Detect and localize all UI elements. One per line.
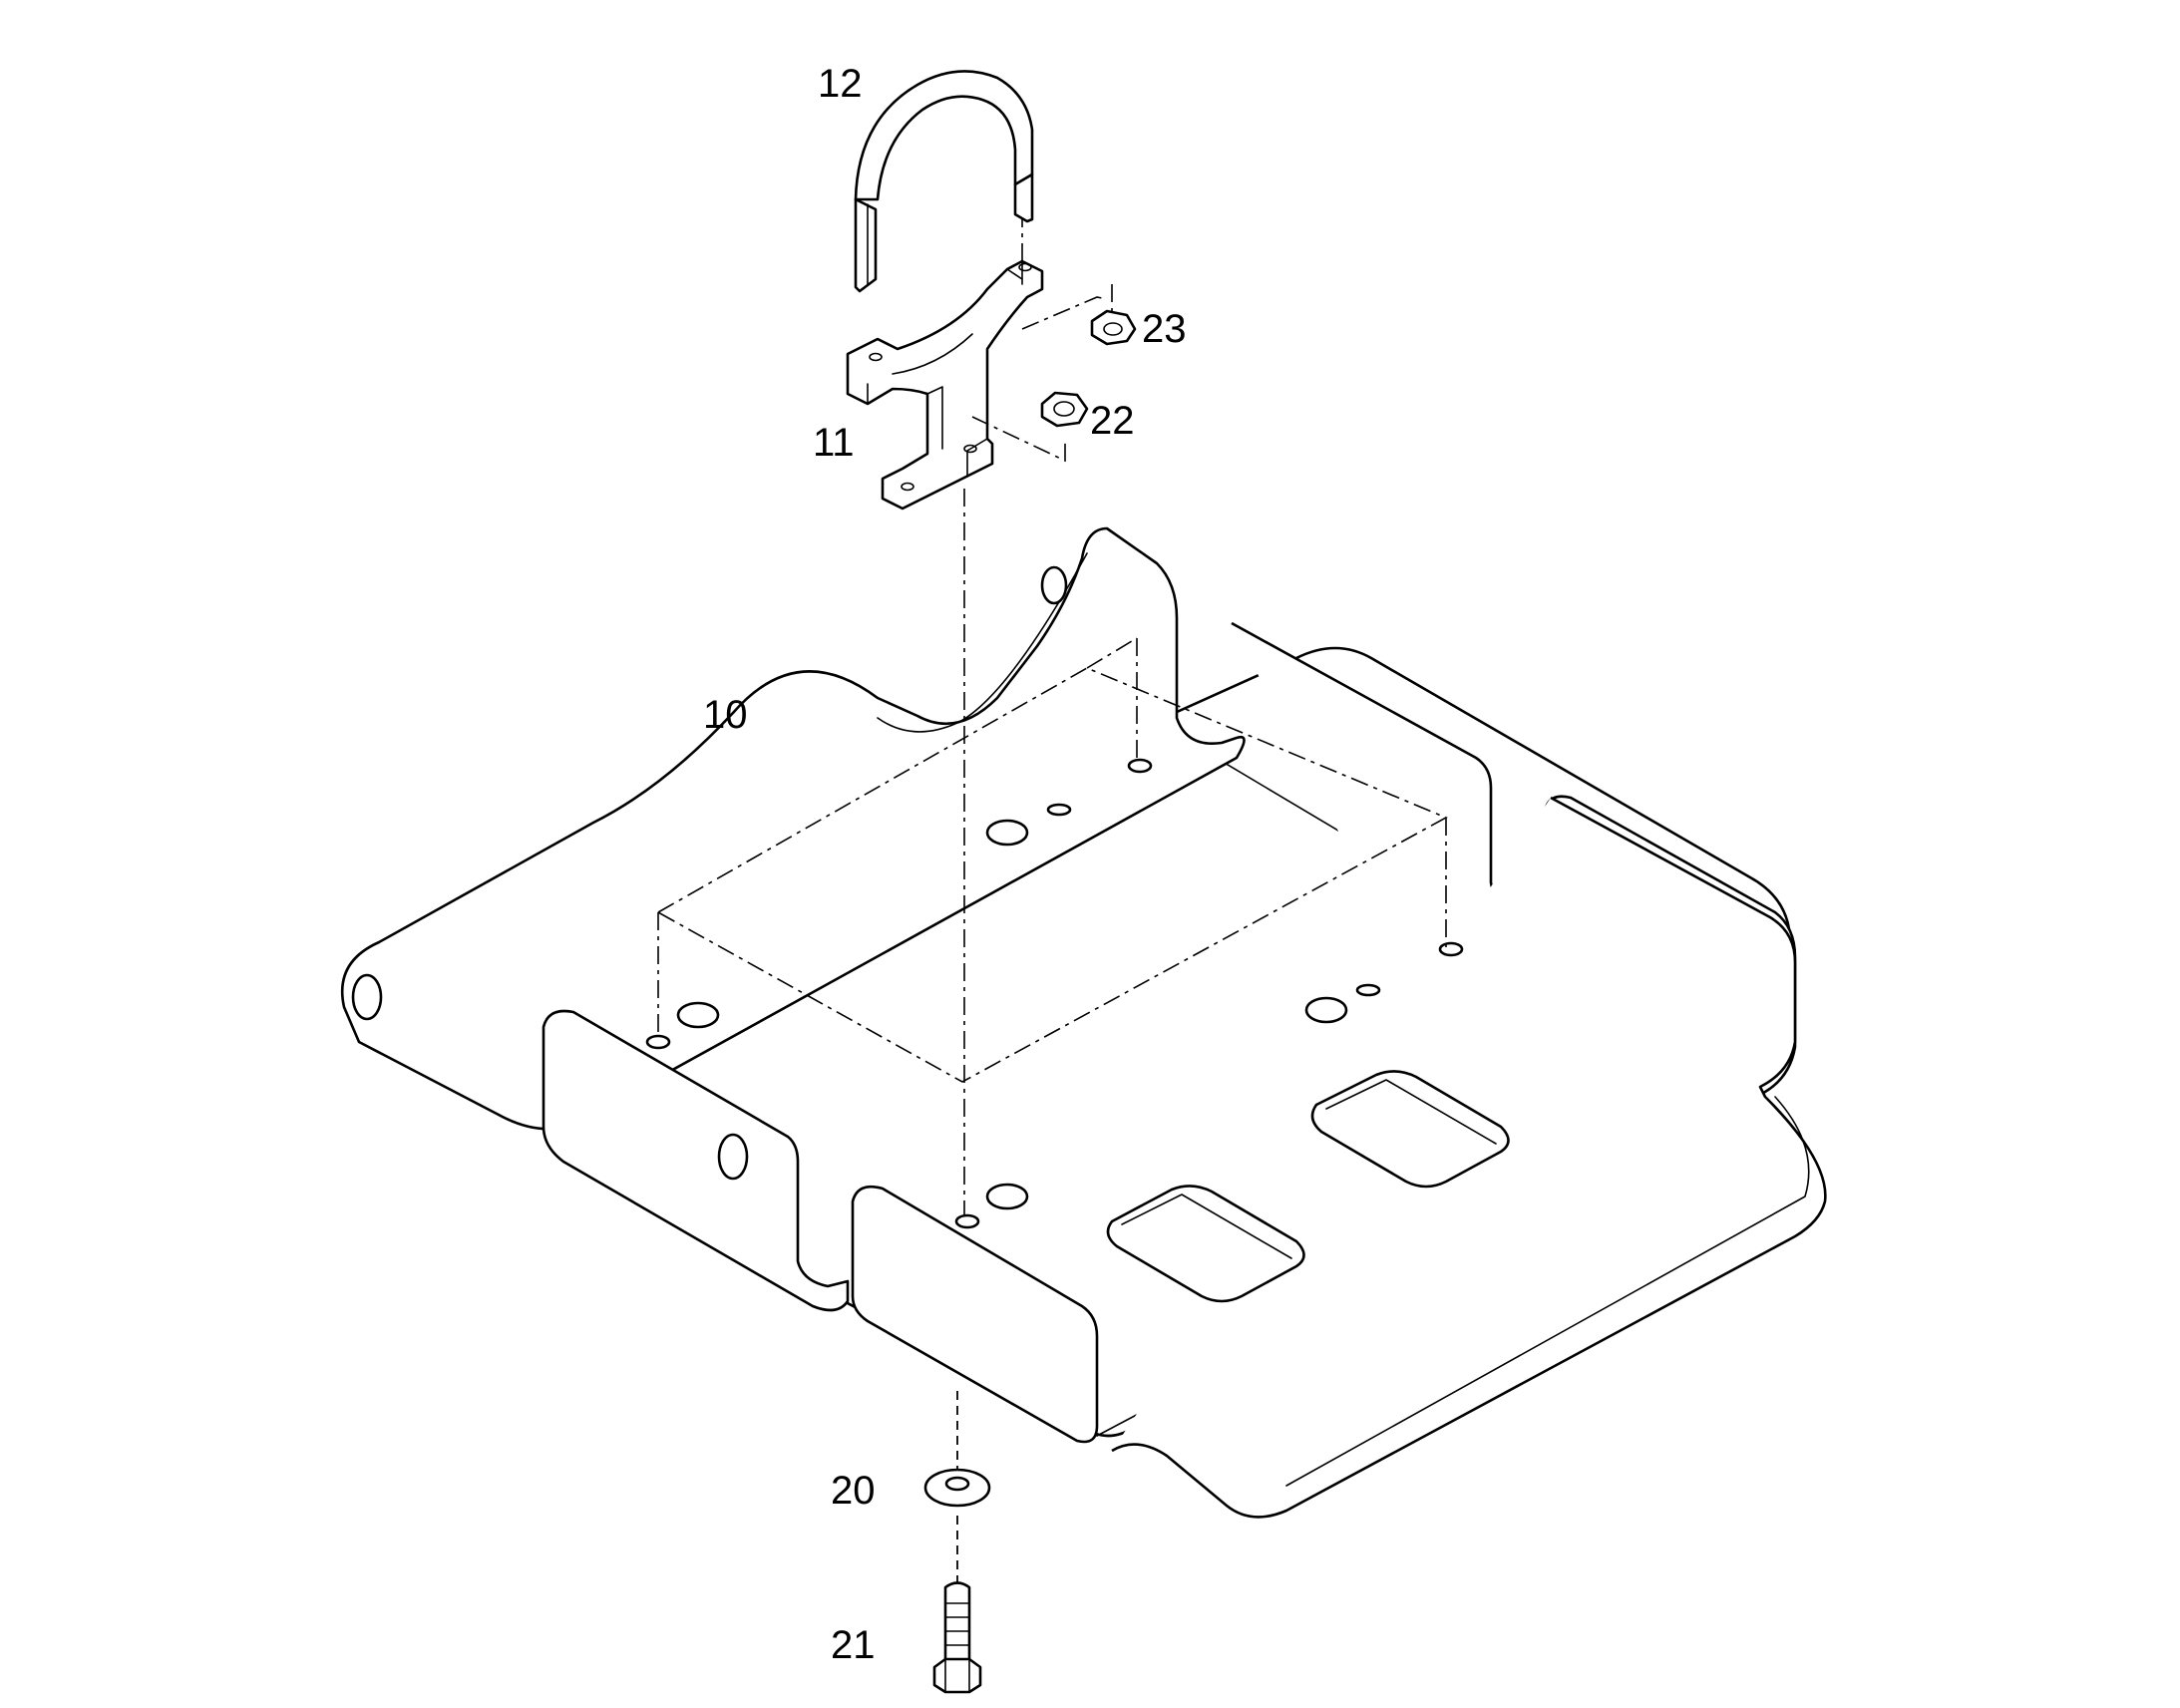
callout-20: 20 xyxy=(831,1469,876,1513)
plate-back-flange xyxy=(340,526,1246,1131)
callout-10: 10 xyxy=(703,693,748,737)
front-flange-hole xyxy=(717,1133,749,1181)
cutout-left xyxy=(1106,1185,1305,1303)
washer xyxy=(923,1468,991,1508)
mounting-plate xyxy=(340,526,1827,1519)
callout-23: 23 xyxy=(1142,307,1187,351)
nut-lower xyxy=(1040,391,1089,428)
clamp-bracket xyxy=(846,259,1044,511)
callout-21: 21 xyxy=(831,1623,876,1667)
flange-hole-rear xyxy=(1040,565,1068,605)
plate-front-left-flange xyxy=(542,1009,850,1312)
u-bolt xyxy=(854,70,1034,293)
callout-22: 22 xyxy=(1090,399,1135,443)
callout-11: 11 xyxy=(813,421,855,465)
bolt xyxy=(932,1581,982,1694)
plate-front-center-flange xyxy=(851,1185,1099,1444)
cutout-right xyxy=(1310,1070,1510,1189)
flange-hole-left xyxy=(351,973,383,1021)
nut-upper xyxy=(1090,309,1137,346)
callout-12: 12 xyxy=(818,62,863,106)
